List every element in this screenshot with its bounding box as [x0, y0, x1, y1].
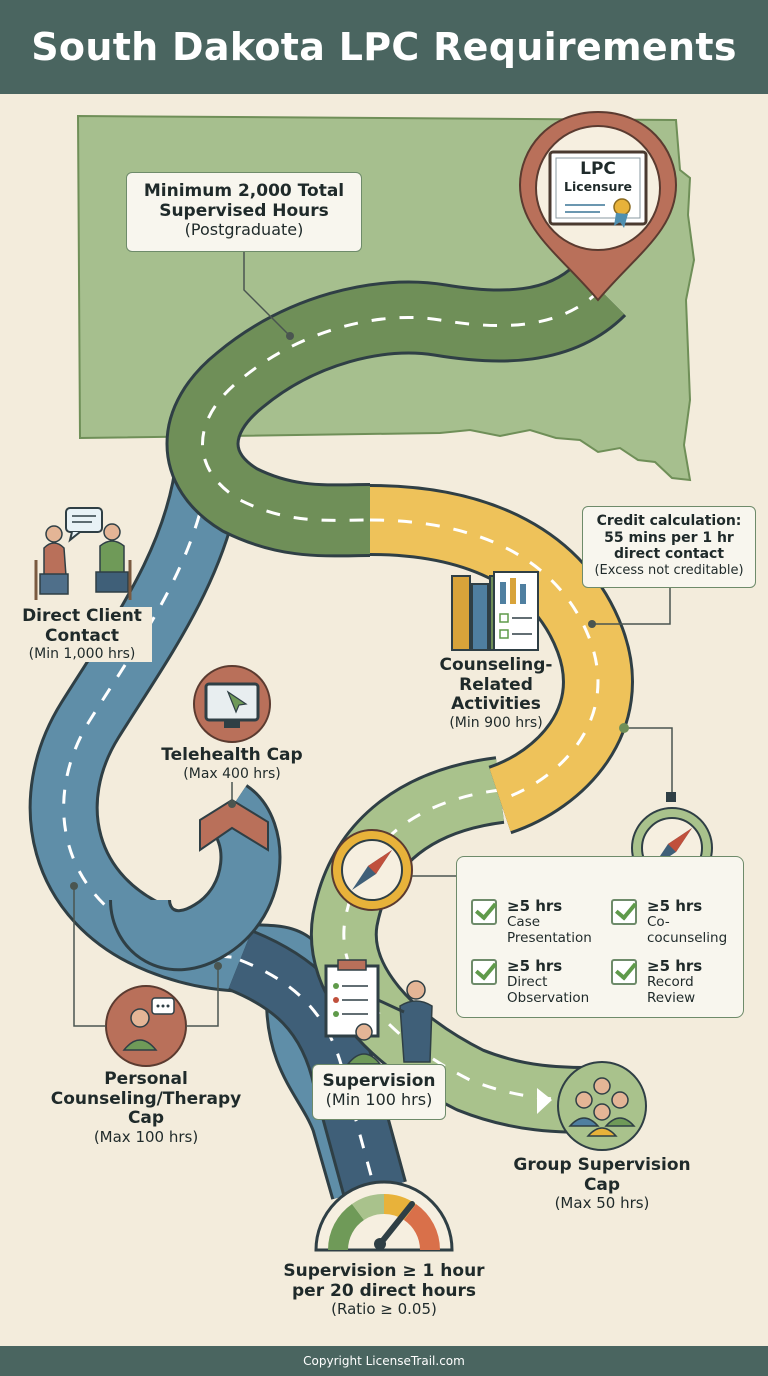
checklist-item: ≥5 hrs Co-cocunseling [611, 897, 751, 957]
checklist-desc-line2: Review [647, 989, 696, 1006]
page-title: South Dakota LPC Requirements [31, 25, 737, 69]
header-bar: South Dakota LPC Requirements [0, 0, 768, 94]
counseling-related-line2: Related [459, 674, 533, 695]
telehealth-title: Telehealth Cap [161, 745, 303, 765]
counseling-related-sub: (Min 900 hrs) [449, 714, 543, 731]
checkbox-checked-icon [611, 959, 637, 985]
personal-counseling-label: Personal Counseling/Therapy Cap (Max 100… [30, 1069, 262, 1146]
direct-client-label: Direct Client Contact (Min 1,000 hrs) [12, 606, 152, 663]
counseling-related-line1: Counseling- [439, 655, 553, 675]
licensure-pin-label: LPC Licensure [556, 159, 640, 194]
personal-counseling-line2: Counseling/Therapy [50, 1088, 242, 1109]
ratio-gauge-icon [314, 1180, 454, 1252]
credit-line4: (Excess not creditable) [594, 562, 744, 578]
group-supervision-sub: (Max 50 hrs) [554, 1194, 650, 1213]
checklist-desc-line1: Record [647, 974, 694, 990]
road-telehealth [109, 784, 282, 972]
copyright-text: Copyright LicenseTrail.com [303, 1354, 465, 1368]
direct-client-line1: Direct Client [22, 606, 142, 626]
supervision-title: Supervision [322, 1071, 436, 1091]
total-hours-line1: Minimum 2,000 Total [143, 181, 345, 201]
personal-counseling-sub: (Max 100 hrs) [93, 1127, 199, 1146]
connector-dots [70, 332, 629, 970]
checklist-desc-line2: Presentation [507, 929, 592, 946]
credit-line2: 55 mins per 1 hr [604, 529, 734, 546]
group-supervision-label: Group Supervision Cap (Max 50 hrs) [500, 1155, 704, 1213]
checklist-hours: ≥5 hrs [647, 957, 703, 975]
group-supervision-line1: Group Supervision [513, 1155, 691, 1175]
counseling-related-label: Counseling- Related Activities (Min 900 … [422, 655, 570, 731]
compass-icon [331, 829, 413, 911]
checklist-desc-line1: Case [507, 914, 541, 930]
total-hours-line2: Supervised Hours [159, 201, 329, 222]
checklist-desc: Co-cocunseling [647, 914, 751, 946]
group-supervision-line2: Cap [583, 1174, 621, 1195]
total-hours-box: Minimum 2,000 Total Supervised Hours (Po… [126, 172, 362, 252]
supervision-sub: (Min 100 hrs) [325, 1090, 433, 1110]
credit-calculation-box: Credit calculation: 55 mins per 1 hr dir… [582, 506, 756, 588]
counseling-session-icon [34, 507, 132, 600]
supervision-box: Supervision (Min 100 hrs) [312, 1064, 446, 1120]
personal-counseling-line3: Cap [127, 1108, 165, 1129]
ratio-line1: Supervision ≥ 1 hour [283, 1261, 485, 1281]
personal-counseling-line1: Personal [104, 1069, 188, 1089]
books-documents-icon [451, 571, 539, 651]
telehealth-sub: (Max 400 hrs) [183, 765, 281, 782]
licensure-pin-icon [518, 110, 678, 302]
footer-bar: Copyright LicenseTrail.com [0, 1346, 768, 1376]
checkbox-checked-icon [611, 899, 637, 925]
road-counseling-related [369, 484, 634, 835]
telehealth-computer-icon [193, 665, 271, 743]
ratio-sub: (Ratio ≥ 0.05) [331, 1300, 437, 1319]
pin-line1: LPC [580, 159, 616, 179]
group-supervision-icon [557, 1061, 647, 1151]
ratio-line2: per 20 direct hours [292, 1280, 476, 1301]
credit-line1: Credit calculation: [596, 513, 742, 529]
direct-client-line2: Contact [44, 625, 120, 646]
total-hours-line3: (Postgraduate) [184, 220, 304, 240]
credit-line3: direct contact [613, 546, 725, 563]
checkbox-checked-icon [471, 959, 497, 985]
direct-client-sub: (Min 1,000 hrs) [28, 646, 136, 663]
checklist-desc-line2: Observation [507, 989, 590, 1006]
road-main [165, 262, 627, 558]
checklist-desc-line2: cocunseling [647, 929, 728, 946]
pin-line2: Licensure [563, 178, 633, 194]
checklist-hours: ≥5 hrs [647, 897, 703, 915]
checkbox-checked-icon [471, 899, 497, 925]
personal-counseling-icon [105, 985, 187, 1067]
checklist-desc-line1: Direct [507, 974, 548, 990]
checklist-hours: ≥5 hrs [507, 957, 563, 975]
checklist-hours: ≥5 hrs [507, 897, 563, 915]
connector-lines [73, 252, 673, 1027]
telehealth-label: Telehealth Cap (Max 400 hrs) [146, 745, 318, 782]
supervision-presentation-icon [324, 959, 433, 1065]
ratio-label: Supervision ≥ 1 hour per 20 direct hours… [260, 1261, 508, 1319]
checklist-desc-line1: Co- [647, 914, 670, 930]
counseling-related-line3: Activities [451, 694, 541, 715]
